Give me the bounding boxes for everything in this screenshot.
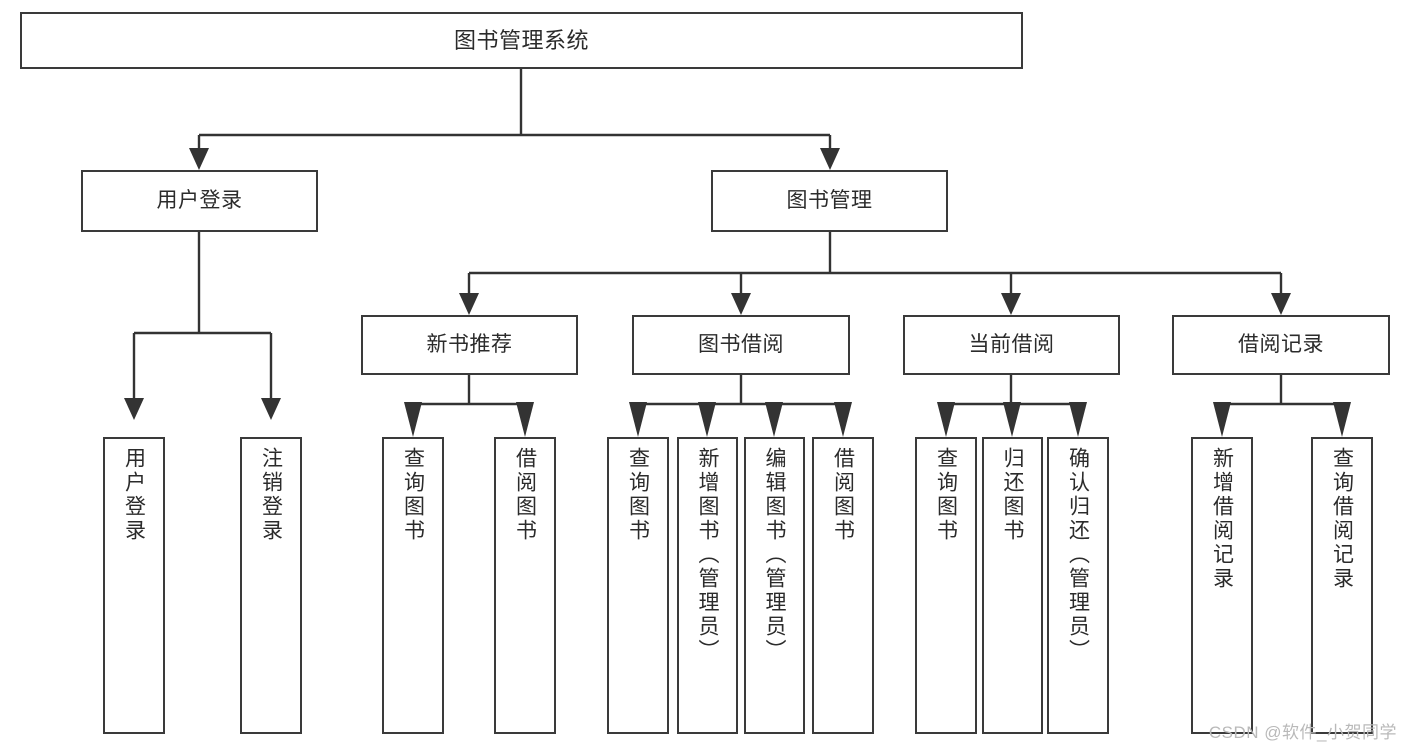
leaf-return-book[interactable]: 归还图书 xyxy=(982,437,1043,734)
arrowhead-br-l2 xyxy=(1333,402,1351,437)
leaf-query-book-borrow[interactable]: 查询图书 xyxy=(607,437,669,734)
arrowhead-current-borrow xyxy=(1001,293,1021,315)
leaf-edit-book-admin[interactable]: 编辑图书（管理员） xyxy=(744,437,805,734)
arrowhead-borrow-record xyxy=(1271,293,1291,315)
arrowhead-cb-l3 xyxy=(1069,402,1087,437)
arrowhead-bb-l4 xyxy=(834,402,852,437)
node-new-book-recommend[interactable]: 新书推荐 xyxy=(361,315,578,375)
leaf-query-borrow-record[interactable]: 查询借阅记录 xyxy=(1311,437,1373,734)
node-label: 确认归还（管理员） xyxy=(1066,447,1090,663)
leaf-borrow-book-new-recommend[interactable]: 借阅图书 xyxy=(494,437,556,734)
arrowhead-cb-l2 xyxy=(1003,402,1021,437)
leaf-user-login[interactable]: 用户登录 xyxy=(103,437,165,734)
leaf-query-book-current[interactable]: 查询图书 xyxy=(915,437,977,734)
leaf-add-borrow-record[interactable]: 新增借阅记录 xyxy=(1191,437,1253,734)
node-current-borrow[interactable]: 当前借阅 xyxy=(903,315,1120,375)
csdn-watermark: CSDN @软件_小贺同学 xyxy=(1208,723,1397,742)
node-book-management[interactable]: 图书管理 xyxy=(711,170,948,232)
node-label: 新增借阅记录 xyxy=(1210,447,1234,591)
arrowhead-nb-l2 xyxy=(516,402,534,437)
arrowhead-book-management xyxy=(820,148,840,170)
node-book-borrow[interactable]: 图书借阅 xyxy=(632,315,850,375)
arrowhead-br-l1 xyxy=(1213,402,1231,437)
arrowhead-leaf-user-login xyxy=(124,398,144,420)
arrowhead-bb-l1 xyxy=(629,402,647,437)
leaf-logout-login[interactable]: 注销登录 xyxy=(240,437,302,734)
arrowhead-nb-l1 xyxy=(404,402,422,437)
arrowhead-user-login xyxy=(189,148,209,170)
node-user-login[interactable]: 用户登录 xyxy=(81,170,318,232)
arrowhead-bb-l3 xyxy=(765,402,783,437)
node-label: 图书借阅 xyxy=(698,332,784,356)
node-label: 借阅图书 xyxy=(831,447,855,543)
node-label: 查询图书 xyxy=(401,447,425,543)
arrowhead-new-book xyxy=(459,293,479,315)
node-label: 图书管理系统 xyxy=(453,27,589,53)
node-label: 借阅图书 xyxy=(513,447,537,543)
node-label: 用户登录 xyxy=(122,447,146,543)
leaf-query-book-new-recommend[interactable]: 查询图书 xyxy=(382,437,444,734)
node-label: 查询图书 xyxy=(626,447,650,543)
node-borrow-record[interactable]: 借阅记录 xyxy=(1172,315,1390,375)
node-label: 归还图书 xyxy=(1001,447,1024,543)
node-label: 注销登录 xyxy=(259,447,283,543)
arrowhead-cb-l1 xyxy=(937,402,955,437)
node-root-book-management-system[interactable]: 图书管理系统 xyxy=(20,12,1023,69)
node-label: 用户登录 xyxy=(156,188,243,212)
node-label: 当前借阅 xyxy=(968,332,1055,356)
arrowhead-leaf-logout xyxy=(261,398,281,420)
leaf-confirm-return-admin[interactable]: 确认归还（管理员） xyxy=(1047,437,1109,734)
node-label: 借阅记录 xyxy=(1238,332,1324,356)
node-label: 新书推荐 xyxy=(426,332,513,356)
leaf-add-book-admin[interactable]: 新增图书（管理员） xyxy=(677,437,738,734)
leaf-borrow-book-borrow[interactable]: 借阅图书 xyxy=(812,437,874,734)
node-label: 查询图书 xyxy=(934,447,958,543)
node-label: 编辑图书（管理员） xyxy=(763,447,786,663)
node-label: 图书管理 xyxy=(786,188,873,212)
arrowhead-bb-l2 xyxy=(698,402,716,437)
arrowhead-book-borrow xyxy=(731,293,751,315)
node-label: 新增图书（管理员） xyxy=(696,447,719,663)
node-label: 查询借阅记录 xyxy=(1330,447,1354,591)
